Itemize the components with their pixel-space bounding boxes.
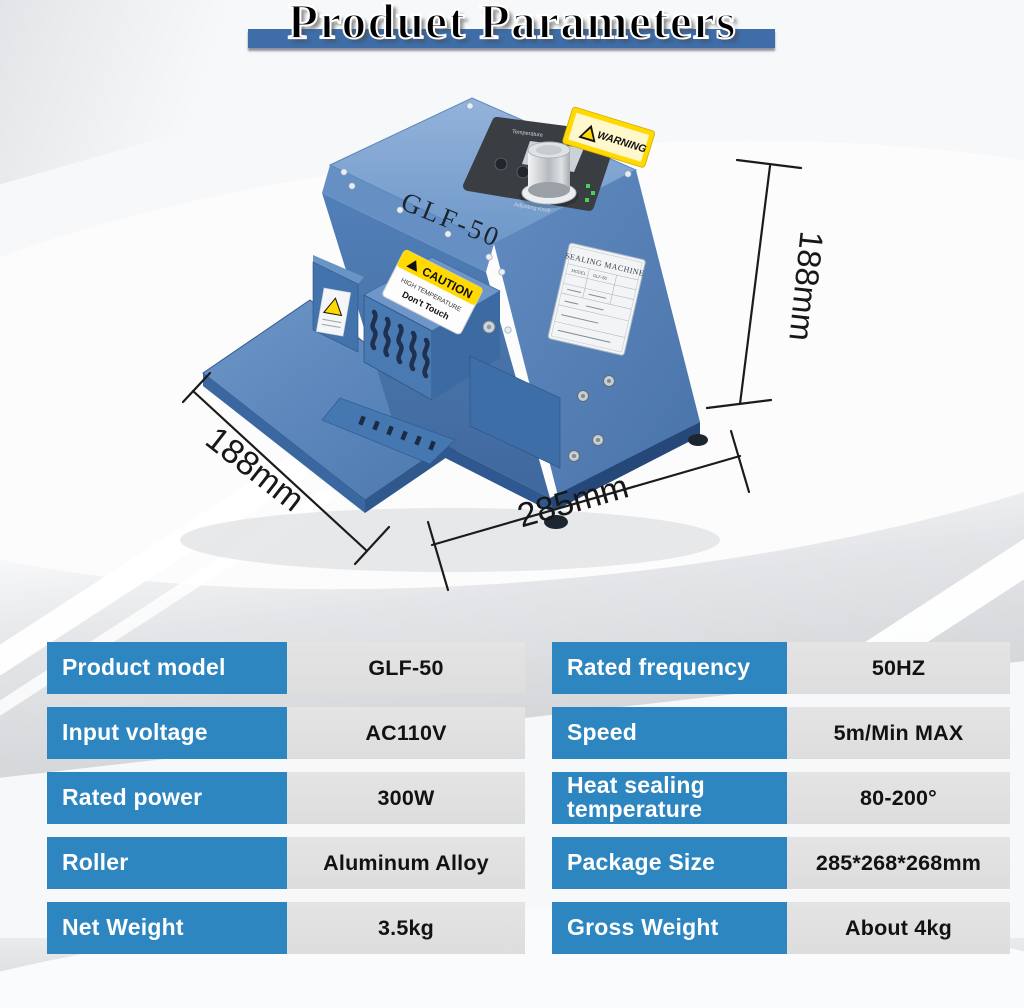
spec-value: 50HZ	[787, 642, 1010, 694]
table-row: Net Weight 3.5kg	[47, 902, 525, 954]
spec-value: 300W	[287, 772, 525, 824]
table-row: Speed 5m/Min MAX	[552, 707, 1010, 759]
table-row: Gross Weight About 4kg	[552, 902, 1010, 954]
table-row: Roller Aluminum Alloy	[47, 837, 525, 889]
temperature-knob	[519, 141, 579, 208]
spec-value: Aluminum Alloy	[287, 837, 525, 889]
spec-table-left: Product model GLF-50 Input voltage AC110…	[47, 642, 525, 967]
table-row: Rated frequency 50HZ	[552, 642, 1010, 694]
spec-label: Speed	[552, 707, 787, 759]
table-row: Product model GLF-50	[47, 642, 525, 694]
spec-value: GLF-50	[287, 642, 525, 694]
table-row: Package Size 285*268*268mm	[552, 837, 1010, 889]
spec-label: Product model	[47, 642, 287, 694]
table-row: Heat sealing temperature 80-200°	[552, 772, 1010, 824]
spec-label: Gross Weight	[552, 902, 787, 954]
dimension-height-label: 188mm	[782, 230, 830, 343]
spec-label: Net Weight	[47, 902, 287, 954]
dimension-height	[705, 158, 803, 410]
spec-table-right: Rated frequency 50HZ Speed 5m/Min MAX He…	[552, 642, 1010, 967]
panel-button	[494, 157, 508, 171]
spec-value: 3.5kg	[287, 902, 525, 954]
table-row: Rated power 300W	[47, 772, 525, 824]
spec-label: Rated power	[47, 772, 287, 824]
spec-label: Package Size	[552, 837, 787, 889]
spec-label: Input voltage	[47, 707, 287, 759]
panel-button	[516, 165, 530, 179]
spec-value: 80-200°	[787, 772, 1010, 824]
spec-label: Heat sealing temperature	[552, 772, 787, 824]
spec-label: Roller	[47, 837, 287, 889]
spec-value: AC110V	[287, 707, 525, 759]
spec-value: 285*268*268mm	[787, 837, 1010, 889]
spec-label: Rated frequency	[552, 642, 787, 694]
table-row: Input voltage AC110V	[47, 707, 525, 759]
spec-value: About 4kg	[787, 902, 1010, 954]
spec-value: 5m/Min MAX	[787, 707, 1010, 759]
page-title: Produet Parameters	[287, 0, 737, 50]
